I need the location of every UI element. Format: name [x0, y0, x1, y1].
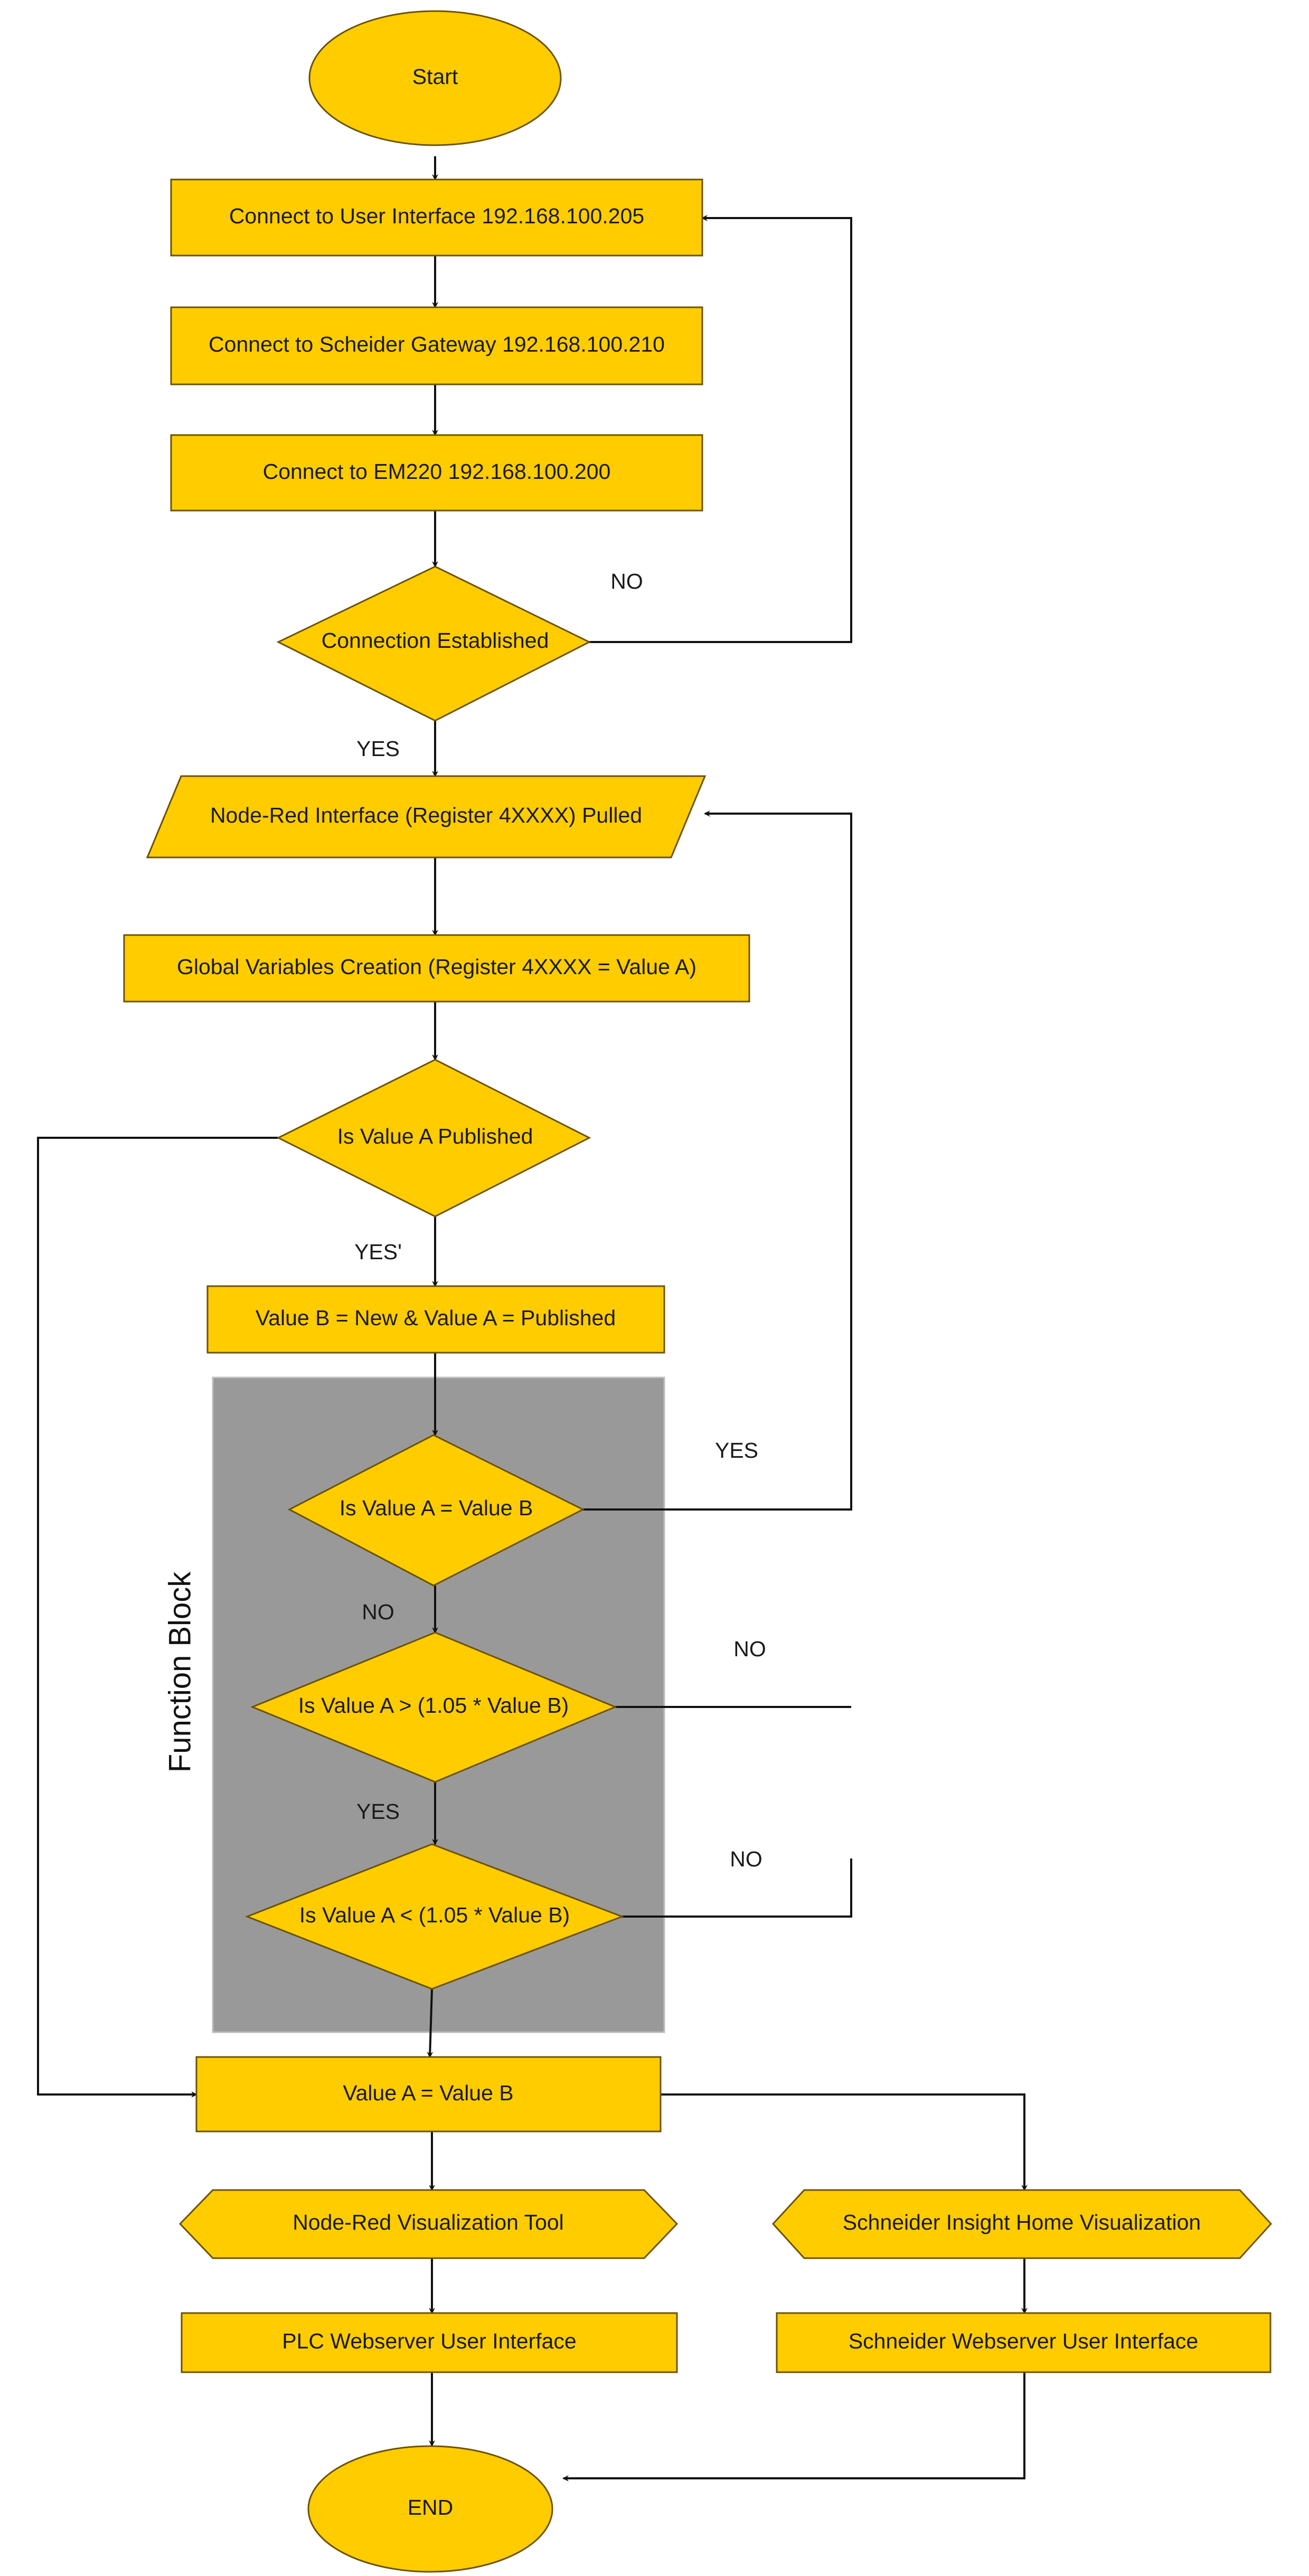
node-value-b-new-label: Value B = New & Value A = Published — [256, 1306, 616, 1330]
edge-label-connection-yes: YES — [356, 737, 400, 761]
node-connection-established: Connection Established — [276, 565, 591, 722]
node-is-a-less: Is Value A < (1.05 * Value B) — [244, 1843, 625, 1990]
node-value-a-equals-b: Value A = Value B — [195, 2056, 662, 2132]
edge-label-greater-yes: YES — [356, 1799, 400, 1824]
node-node-red-interface: Node-Red Interface (Register 4XXXX) Pull… — [146, 775, 707, 858]
node-connect-gateway-label: Connect to Scheider Gateway 192.168.100.… — [209, 332, 665, 356]
connector-value-a-to-schneider-insight — [661, 2093, 1028, 2191]
edge-label-greater-no: NO — [733, 1637, 766, 1661]
node-plc-webserver-label: PLC Webserver User Interface — [282, 2329, 577, 2353]
edge-label-published-yes: YES' — [354, 1240, 402, 1264]
node-value-a-equals-b-label: Value A = Value B — [343, 2081, 513, 2105]
node-global-variables-label: Global Variables Creation (Register 4XXX… — [177, 955, 696, 979]
node-schneider-webserver: Schneider Webserver User Interface — [776, 2312, 1272, 2373]
node-is-a-greater: Is Value A > (1.05 * Value B) — [250, 1631, 617, 1783]
connector-published-no-bypass — [37, 1137, 278, 2098]
node-is-a-equal-b-label: Is Value A = Value B — [340, 1496, 533, 1520]
node-node-red-visualization-label: Node-Red Visualization Tool — [293, 2210, 564, 2234]
node-schneider-insight-label: Schneider Insight Home Visualization — [843, 2210, 1201, 2234]
connector-equal-yes-loop — [583, 810, 852, 1511]
node-end: END — [307, 2445, 553, 2573]
node-connect-ui: Connect to User Interface 192.168.100.20… — [170, 178, 703, 257]
node-start-label: Start — [412, 64, 458, 89]
node-is-a-equal-b: Is Value A = Value B — [287, 1434, 585, 1587]
node-connect-gateway: Connect to Scheider Gateway 192.168.100.… — [170, 306, 703, 385]
node-connection-established-label: Connection Established — [322, 628, 549, 653]
node-schneider-webserver-label: Schneider Webserver User Interface — [849, 2329, 1198, 2353]
edge-labels: NO YES YES' YES NO NO YES NO — [354, 569, 766, 1871]
node-connect-em220-label: Connect to EM220 192.168.100.200 — [263, 459, 611, 484]
edge-label-less-no: NO — [730, 1847, 762, 1871]
node-value-b-new: Value B = New & Value A = Published — [206, 1285, 665, 1354]
connector-less-to-value-a-equals-b — [427, 1988, 434, 2058]
connector-less-no-loop — [622, 1858, 852, 1918]
connector-schneider-webserver-to-end — [562, 2372, 1025, 2481]
node-connect-em220: Connect to EM220 192.168.100.200 — [170, 434, 703, 512]
edge-label-equal-yes: YES — [715, 1438, 758, 1462]
node-end-label: END — [408, 2495, 454, 2520]
edge-label-connection-no: NO — [610, 569, 643, 593]
connector-connection-no-loop — [589, 215, 852, 643]
connectors — [37, 156, 1028, 2481]
edge-label-equal-no: NO — [362, 1600, 394, 1624]
node-plc-webserver: PLC Webserver User Interface — [181, 2312, 678, 2373]
nodes: Start Connect to User Interface 192.168.… — [123, 10, 1273, 2573]
function-block-label: Function Block — [163, 1571, 197, 1772]
node-start: Start — [308, 10, 562, 146]
node-schneider-insight: Schneider Insight Home Visualization — [771, 2189, 1273, 2259]
node-is-a-less-label: Is Value A < (1.05 * Value B) — [299, 1903, 570, 1927]
node-global-variables: Global Variables Creation (Register 4XXX… — [123, 934, 750, 1003]
node-is-value-a-published: Is Value A Published — [276, 1059, 591, 1218]
node-is-value-a-published-label: Is Value A Published — [337, 1124, 533, 1148]
node-connect-ui-label: Connect to User Interface 192.168.100.20… — [229, 204, 644, 228]
node-is-a-greater-label: Is Value A > (1.05 * Value B) — [298, 1693, 569, 1718]
node-node-red-visualization: Node-Red Visualization Tool — [178, 2189, 679, 2259]
node-node-red-interface-label: Node-Red Interface (Register 4XXXX) Pull… — [210, 803, 642, 827]
